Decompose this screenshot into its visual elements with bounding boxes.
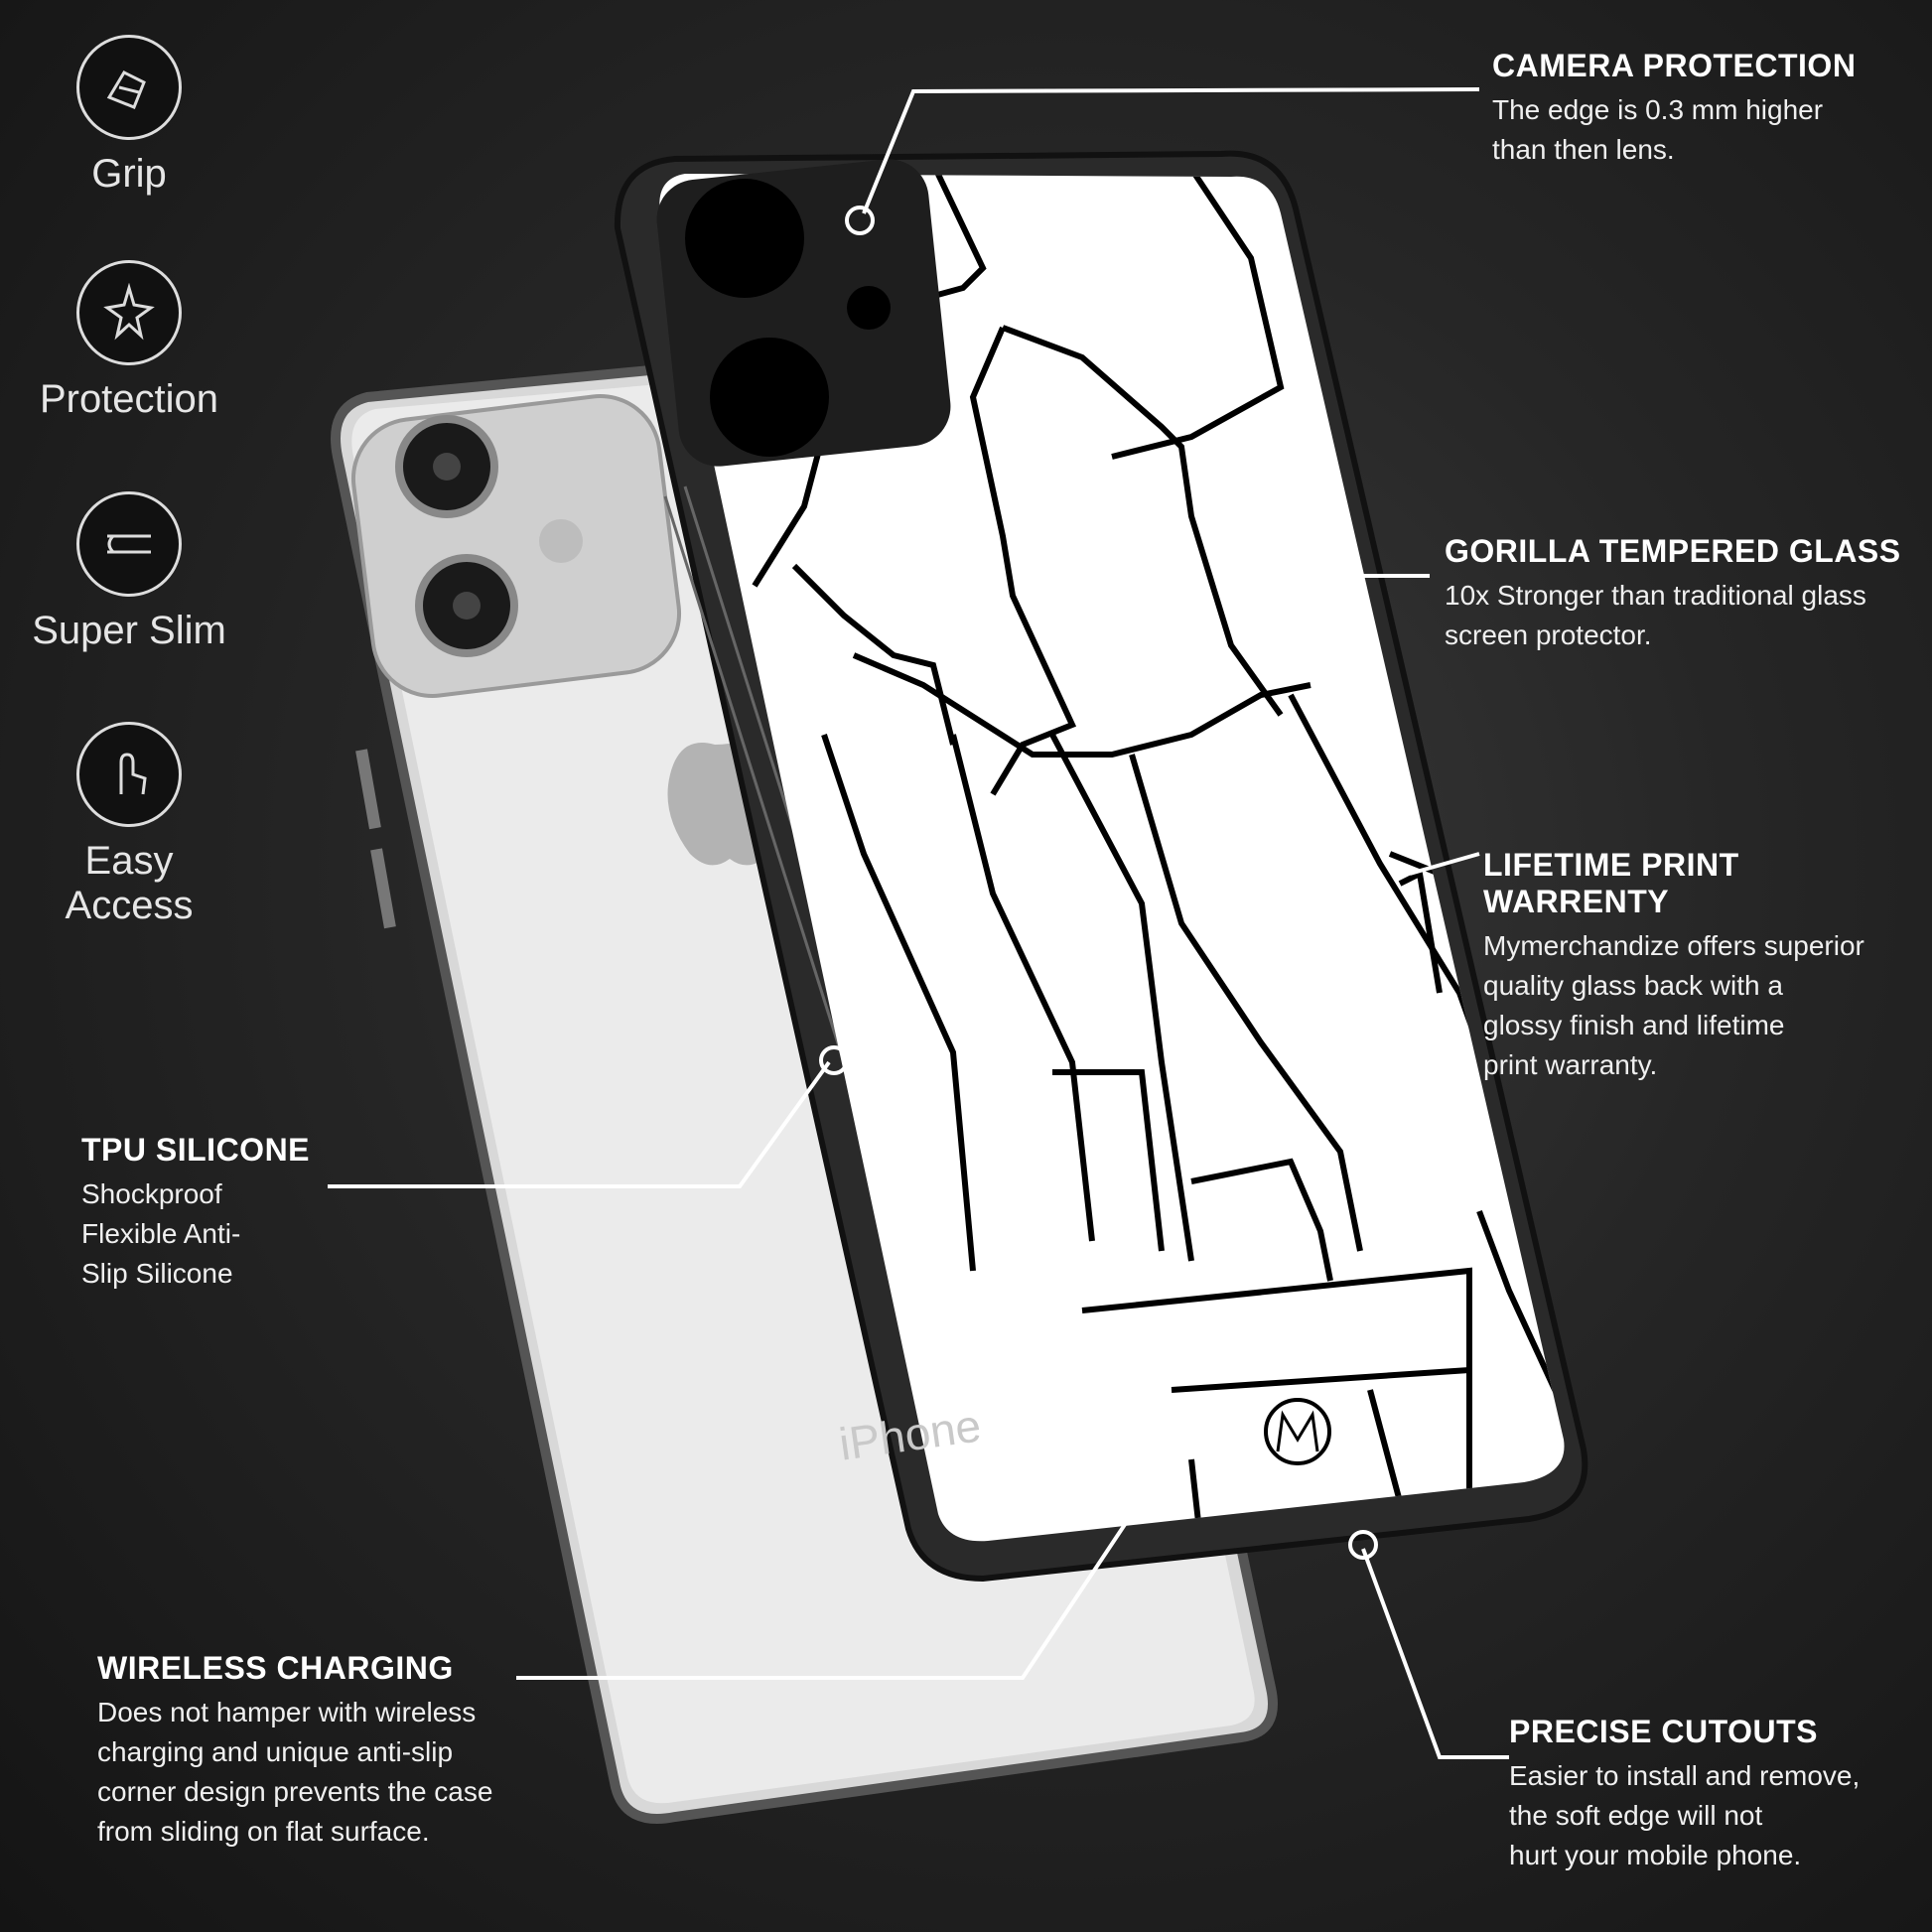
feature-label: Protection <box>39 377 219 421</box>
callout-title: CAMERA PROTECTION <box>1492 48 1857 83</box>
callout-print-warranty: LIFETIME PRINT WARRENTY Mymerchandize of… <box>1483 847 1932 1085</box>
feature-label: Grip <box>91 152 167 196</box>
callout-text: The edge is 0.3 mm higher than then lens… <box>1492 94 1824 165</box>
finger-touch-icon <box>76 722 182 827</box>
callout-text: Easier to install and remove, the soft e… <box>1509 1760 1861 1870</box>
brand-logo-icon <box>1264 1398 1331 1465</box>
callout-markers <box>819 206 1378 1560</box>
callout-leader-lines <box>328 87 1509 1759</box>
feature-grip: Grip <box>25 35 233 197</box>
slim-layer-icon <box>76 491 182 597</box>
callout-text: Shockproof Flexible Anti- Slip Silicone <box>81 1178 241 1289</box>
shield-impact-icon <box>76 260 182 365</box>
feature-super-slim: Super Slim <box>25 491 233 653</box>
callout-precise-cutouts: PRECISE CUTOUTS Easier to install and re… <box>1509 1714 1860 1875</box>
feature-easy-access: Easy Access <box>25 722 233 928</box>
callout-tpu-silicone: TPU SILICONE Shockproof Flexible Anti- S… <box>81 1132 310 1294</box>
feature-label: Super Slim <box>32 609 226 652</box>
hand-grip-icon <box>76 35 182 140</box>
feature-label: Easy Access <box>65 839 194 927</box>
feature-protection: Protection <box>25 260 233 422</box>
callout-text: 10x Stronger than traditional glass scre… <box>1445 580 1866 650</box>
callout-gorilla-glass: GORILLA TEMPERED GLASS 10x Stronger than… <box>1445 533 1901 655</box>
callout-wireless-charging: WIRELESS CHARGING Does not hamper with w… <box>97 1650 492 1852</box>
front-case <box>614 150 1588 1583</box>
callout-title: GORILLA TEMPERED GLASS <box>1445 533 1901 569</box>
callout-title: LIFETIME PRINT WARRENTY <box>1483 847 1739 919</box>
callout-text: Mymerchandize offers superior quality gl… <box>1483 930 1864 1080</box>
callout-title: PRECISE CUTOUTS <box>1509 1714 1818 1749</box>
callout-camera-protection: CAMERA PROTECTION The edge is 0.3 mm hig… <box>1492 48 1856 170</box>
callout-title: WIRELESS CHARGING <box>97 1650 454 1686</box>
callout-text: Does not hamper with wireless charging a… <box>97 1697 493 1847</box>
camera-cutout <box>656 159 951 467</box>
callout-title: TPU SILICONE <box>81 1132 311 1168</box>
